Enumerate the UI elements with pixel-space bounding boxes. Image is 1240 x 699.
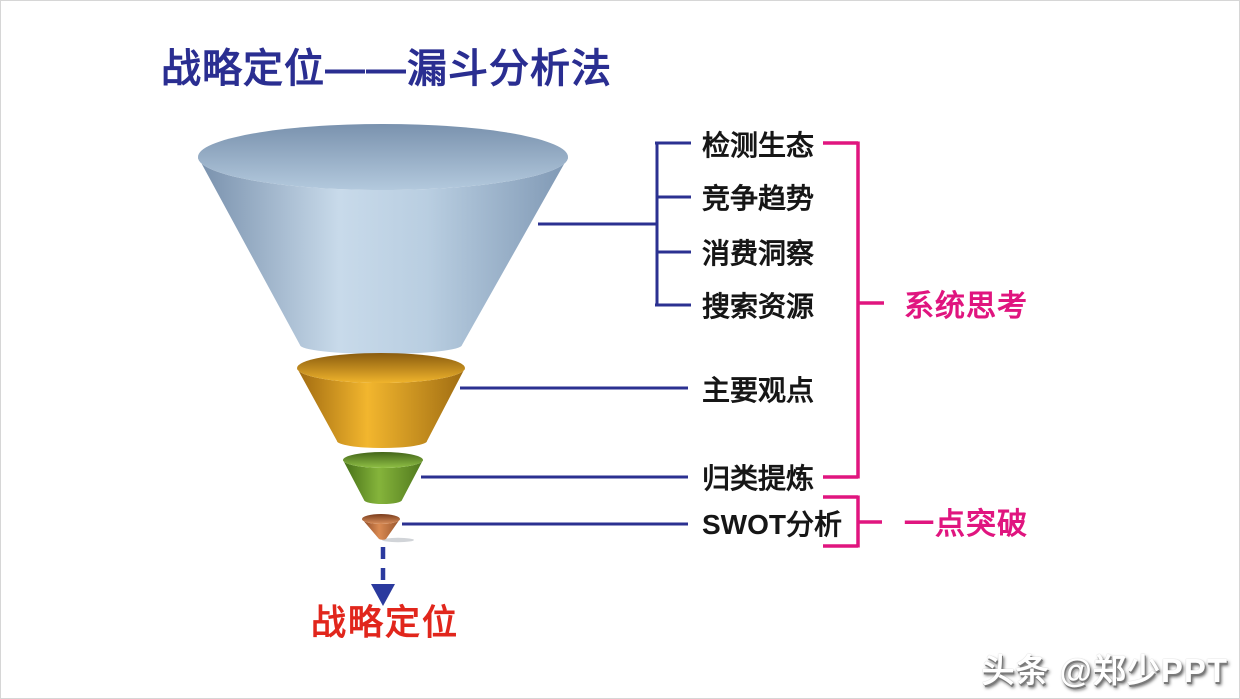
group-bracket-breakthrough (823, 495, 882, 548)
funnel-layer-green (343, 452, 423, 504)
down-arrow (371, 547, 395, 606)
stage-label-swot-analysis: SWOT分析 (702, 509, 842, 540)
group-bracket-systems-thinking (823, 141, 884, 479)
result-label-strategic-positioning: 战略定位 (310, 603, 460, 643)
watermark: 头条 @郑少PPT (981, 652, 1228, 689)
stage-label-search-resources: 搜索资源 (702, 291, 815, 322)
stage-label-detect-ecology: 检测生态 (702, 130, 815, 161)
stage-label-main-points: 主要观点 (702, 375, 815, 406)
stage-label-consumer-insight: 消费洞察 (702, 238, 815, 269)
page-title: 战略定位——漏斗分析法 (161, 47, 612, 91)
arrowhead-icon (371, 584, 395, 606)
funnel-tip-shadow (382, 537, 414, 543)
connector-lines (402, 141, 691, 526)
funnel-layer-blue (198, 124, 568, 354)
group-label-breakthrough: 一点突破 (904, 508, 1028, 541)
stage-label-classify-refine: 归类提炼 (702, 463, 815, 494)
stage-label-competition-trend: 竞争趋势 (702, 183, 815, 214)
funnel-layer-copper (362, 514, 414, 543)
funnel-layer-gold (297, 353, 465, 448)
group-label-systems-thinking: 系统思考 (904, 290, 1028, 323)
